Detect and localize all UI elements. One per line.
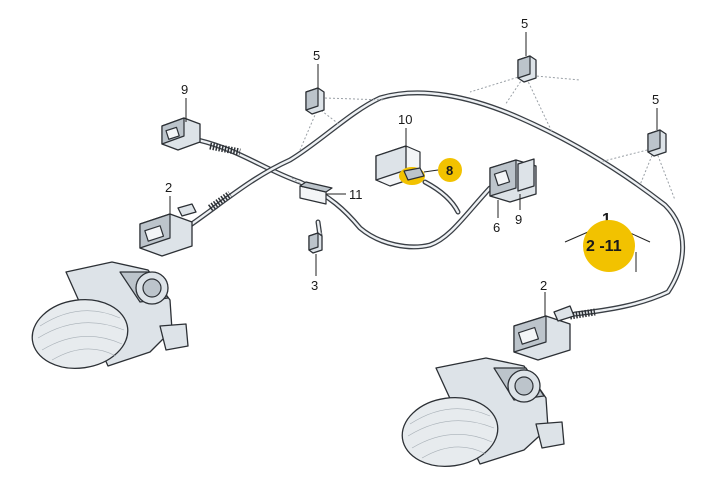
callout-2-left: 2 xyxy=(165,180,172,195)
connector-right-lower[interactable] xyxy=(513,305,575,361)
clip-top[interactable] xyxy=(517,55,537,83)
callout-range-badge: 2 -11 xyxy=(583,220,635,272)
callout-labels: 5 5 5 9 10 11 2 3 6 9 2 1 xyxy=(165,16,659,293)
cable-tie-bracket[interactable] xyxy=(299,181,333,205)
callout-1: 1 xyxy=(602,211,611,228)
callout-9-right: 9 xyxy=(515,212,522,227)
callout-5-left: 5 xyxy=(313,48,320,63)
callout-11: 11 xyxy=(349,187,363,202)
callout-3: 3 xyxy=(311,278,318,293)
callout-range: 2 -11 xyxy=(586,238,622,255)
callout-5-top: 5 xyxy=(521,16,528,31)
callout-9-left: 9 xyxy=(181,82,188,97)
connector-right-upper[interactable] xyxy=(489,158,537,203)
connector-left-lower[interactable] xyxy=(139,203,197,257)
contact-highlight[interactable] xyxy=(399,167,425,185)
callout-2-right: 2 xyxy=(540,278,547,293)
clip-right[interactable] xyxy=(647,129,667,157)
callout-6: 6 xyxy=(493,220,500,235)
fog-lamp-right[interactable] xyxy=(398,357,565,472)
callout-5-right: 5 xyxy=(652,92,659,107)
callout-8: 8 xyxy=(446,163,453,178)
clip-left[interactable] xyxy=(305,87,325,115)
fog-lamp-left[interactable] xyxy=(28,261,189,374)
connector-left-top[interactable] xyxy=(161,117,201,151)
clip-small[interactable] xyxy=(308,232,323,254)
callout-8-badge: 8 xyxy=(438,158,462,182)
wiring-harness[interactable] xyxy=(183,90,686,317)
callout-10: 10 xyxy=(398,112,412,127)
